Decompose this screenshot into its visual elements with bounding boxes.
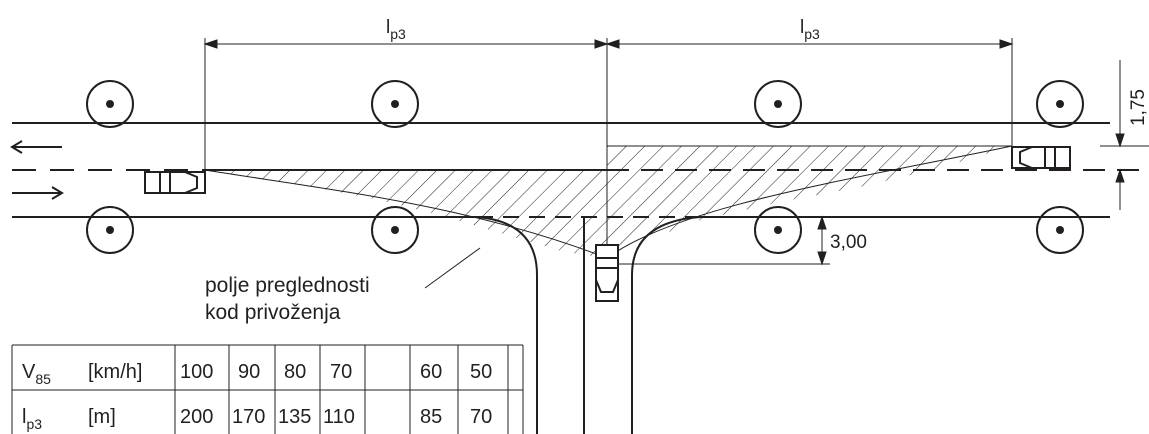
table-cell: 70 <box>470 406 492 428</box>
table-cell: 60 <box>420 361 442 383</box>
table-cell: 70 <box>330 361 352 383</box>
stop-offset-label: 3,00 <box>830 232 867 253</box>
table-cell: 110 <box>323 406 355 428</box>
table-cell: 90 <box>238 361 260 383</box>
sight-field-label-line1: polje preglednosti <box>205 274 370 297</box>
direction-arrows <box>10 140 64 200</box>
vehicles <box>144 146 1071 302</box>
car-right-icon <box>1011 146 1071 169</box>
tree-icon <box>754 80 802 128</box>
span-dimensions <box>203 38 1014 170</box>
stop-offset-dimension <box>618 215 830 266</box>
tree-icon <box>86 80 134 128</box>
speed-distance-table <box>11 344 524 434</box>
lane-offset-label: 1,75 <box>1128 89 1149 126</box>
table-row1-unit: [km/h] <box>88 361 142 383</box>
sight-field-hatch-right <box>607 146 1012 258</box>
annotation-leader <box>424 247 481 289</box>
table-row2-unit: [m] <box>88 406 116 428</box>
table-cell: 50 <box>470 361 492 383</box>
tree-icon <box>86 206 134 254</box>
sight-lines <box>204 145 1013 259</box>
trees <box>86 80 1084 254</box>
lane-offset-dimension <box>1100 60 1149 210</box>
table-cell: 100 <box>180 361 213 383</box>
table-row1-symbol: V85 <box>22 361 51 387</box>
tree-icon <box>371 80 419 128</box>
main-road <box>12 122 1145 218</box>
sight-field-label-line2: kod privoženja <box>205 301 341 324</box>
table-cell: 80 <box>284 361 306 383</box>
table-cell: 135 <box>278 406 311 428</box>
table-cell: 200 <box>180 406 213 428</box>
tree-icon <box>1036 206 1084 254</box>
table-cell: 170 <box>232 406 265 428</box>
table-row2-values: 200 170 135 110 85 70 <box>180 406 492 428</box>
car-left-icon <box>144 171 206 194</box>
tree-icon <box>371 206 419 254</box>
table-row1-values: 100 90 80 70 60 50 <box>180 361 492 383</box>
side-road <box>476 216 701 434</box>
tree-dots <box>106 100 1064 234</box>
car-side-road-icon <box>595 244 619 302</box>
table-row2-symbol: lp3 <box>22 406 42 432</box>
sight-field-hatch <box>205 170 607 258</box>
right-span-label: lp3 <box>800 17 820 42</box>
left-span-label: lp3 <box>386 17 406 42</box>
table-cell: 85 <box>420 406 442 428</box>
tree-icon <box>1036 80 1084 128</box>
tree-icon <box>754 206 802 254</box>
